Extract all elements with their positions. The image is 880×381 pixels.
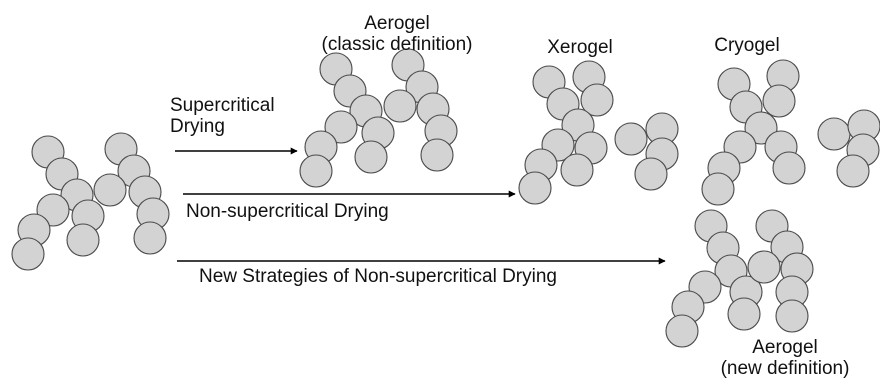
non-supercritical-drying-label: Non-supercritical Drying (186, 201, 389, 222)
particle (665, 314, 699, 348)
aerogel-new-label: Aerogel (new definition) (690, 337, 880, 379)
xerogel-label: Xerogel (547, 37, 613, 58)
aerogel-classic-subtitle: (classic definition) (321, 34, 473, 55)
aerogel-classic-title: Aerogel (364, 13, 430, 34)
xerogel-cluster (518, 60, 679, 205)
particle (701, 172, 735, 206)
aerogel-new-cluster (665, 209, 814, 348)
new-strategies-label: New Strategies of Non-supercritical Dryi… (199, 266, 557, 287)
particle (354, 140, 388, 174)
particle (299, 154, 333, 188)
particle (420, 138, 454, 172)
supercritical-line1: Supercritical (170, 95, 275, 116)
particle (727, 297, 761, 331)
aerogel-new-subtitle: (new definition) (720, 358, 850, 379)
particle (66, 223, 100, 257)
aerogel-classic-label: Aerogel (classic definition) (297, 13, 497, 55)
particle (772, 151, 806, 185)
particle (775, 299, 809, 333)
particle (580, 83, 614, 117)
aerogel-new-title: Aerogel (752, 337, 818, 358)
particle (747, 250, 781, 284)
particle (560, 153, 594, 187)
wet-gel-cluster (11, 132, 170, 271)
particle (93, 173, 127, 207)
cryogel-cluster (701, 59, 880, 206)
particle (634, 157, 668, 191)
particle (614, 122, 648, 156)
particle (133, 221, 167, 255)
particle (324, 110, 358, 144)
particle (836, 154, 870, 188)
particle (518, 171, 552, 205)
particle (762, 84, 796, 118)
supercritical-drying-label: Supercritical Drying (170, 95, 275, 137)
particle (11, 237, 45, 271)
particle (817, 117, 851, 151)
particle (383, 89, 417, 123)
supercritical-line2: Drying (170, 116, 225, 137)
cryogel-label: Cryogel (714, 35, 780, 56)
aerogel-classic-cluster (299, 48, 458, 188)
